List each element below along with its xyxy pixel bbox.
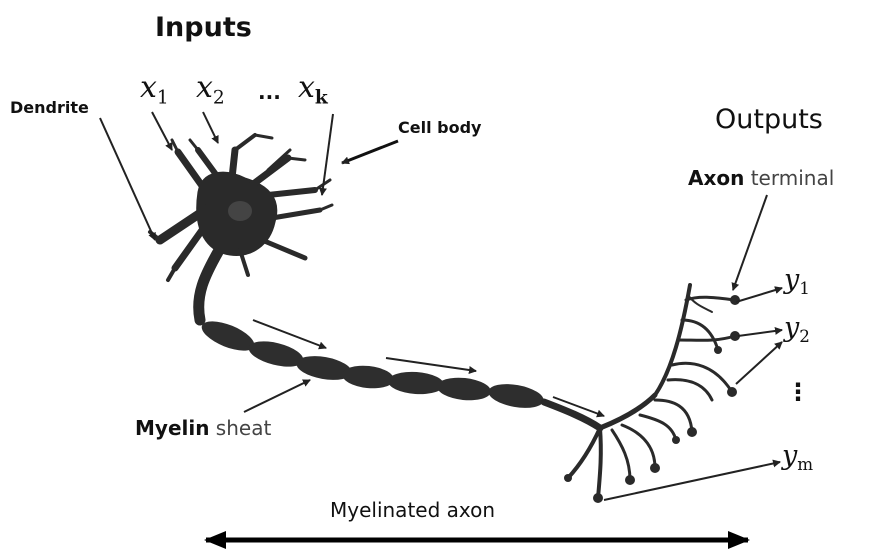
input-x2-sub: 2 — [213, 88, 225, 109]
output-ym-base: y — [782, 440, 797, 471]
output-y2: y2 — [784, 312, 810, 346]
dendrite-label: Dendrite — [10, 98, 89, 117]
output-y2-base: y — [784, 312, 799, 343]
input-x1: x1 — [140, 70, 169, 109]
input-x1-sub: 1 — [157, 88, 169, 109]
input-xk-sub: k — [315, 88, 328, 109]
output-ym-sub: m — [797, 454, 813, 474]
input-xk-base: x — [298, 70, 315, 105]
output-y1-sub: 1 — [799, 278, 810, 298]
output-vdots: ⋮ — [786, 378, 810, 406]
input-x2: x2 — [196, 70, 225, 109]
nucleus — [228, 201, 252, 221]
myelin-arrow — [244, 380, 310, 412]
output-arrows — [604, 288, 782, 500]
cell-body-arrow — [342, 141, 398, 163]
output-ym: ym — [782, 440, 813, 474]
outputs-heading: Outputs — [715, 104, 823, 135]
myelin-sheat-label-bold: Myelin — [135, 416, 209, 440]
axon-terminal-arrow — [733, 195, 767, 290]
cell-body-label: Cell body — [398, 118, 481, 137]
output-y1-base: y — [784, 264, 799, 295]
myelin-sheat-label: Myelin sheat — [135, 416, 271, 440]
inputs-heading: Inputs — [155, 12, 252, 43]
input-x2-base: x — [196, 70, 213, 105]
input-xk: xk — [298, 70, 328, 109]
myelinated-axon-label: Myelinated axon — [330, 498, 495, 522]
axon-terminal-label-bold: Axon — [688, 166, 744, 190]
output-y2-sub: 2 — [799, 326, 810, 346]
axon-curve — [199, 252, 218, 320]
myelin-segments — [198, 315, 546, 411]
input-ellipsis: ... — [258, 80, 281, 104]
input-x1-base: x — [140, 70, 157, 105]
axon-terminal-label-rest: terminal — [744, 166, 834, 190]
output-y1: y1 — [784, 264, 810, 298]
myelin-sheat-label-rest: sheat — [209, 416, 271, 440]
axon-terminal-label: Axon terminal — [688, 166, 834, 190]
